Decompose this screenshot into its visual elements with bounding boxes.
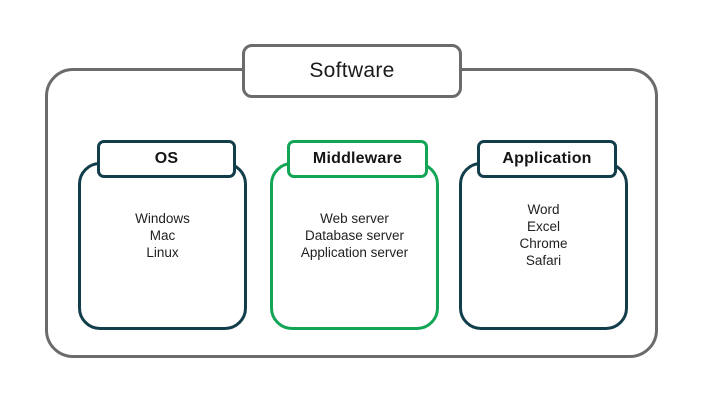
group-box-os: Windows Mac Linux — [78, 162, 247, 330]
group-box-application: Word Excel Chrome Safari — [459, 162, 628, 330]
list-item: Linux — [146, 244, 179, 260]
group-items-application: Word Excel Chrome Safari — [519, 201, 567, 269]
list-item: Mac — [149, 227, 176, 243]
list-item: Database server — [304, 227, 405, 243]
list-item: Excel — [526, 219, 560, 234]
list-item: Web server — [320, 210, 389, 226]
list-item: Application server — [300, 244, 409, 260]
group-label-os: OS — [154, 150, 179, 167]
group-header-os: OS — [97, 140, 236, 178]
group-label-application: Application — [502, 150, 592, 167]
group-items-os: Windows Mac Linux — [135, 210, 190, 261]
group-items-middleware: Web server Database server Application s… — [301, 210, 408, 261]
list-item: Chrome — [519, 236, 568, 251]
group-header-middleware: Middleware — [287, 140, 428, 178]
group-box-middleware: Web server Database server Application s… — [270, 162, 439, 330]
software-title-box: Software — [242, 44, 462, 98]
software-title: Software — [309, 59, 395, 82]
group-header-application: Application — [477, 140, 617, 178]
list-item: Word — [527, 202, 560, 217]
list-item: Safari — [525, 253, 562, 268]
group-label-middleware: Middleware — [312, 150, 403, 167]
list-item: Windows — [135, 210, 190, 226]
